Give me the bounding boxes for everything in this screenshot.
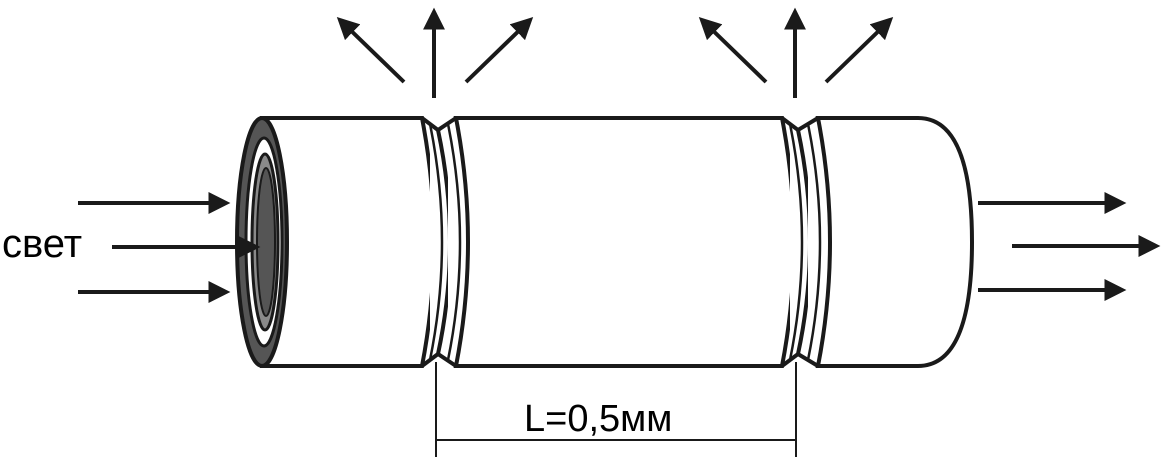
length-dimension [435, 362, 797, 457]
tube-section-middle [453, 116, 796, 368]
fiber-end-face [235, 116, 289, 368]
outgoing-arrows [978, 192, 1161, 301]
scatter-arrow-right-ne [824, 16, 894, 84]
scatter-arrow-left-ne [464, 16, 534, 84]
groove-right [780, 116, 822, 368]
scatter-arrow-left-nw [336, 16, 406, 84]
groove-left [420, 116, 462, 368]
length-label: L=0,5мм [524, 398, 673, 440]
scatter-arrow-right-nw [698, 16, 768, 84]
scatter-arrows-right [698, 7, 894, 98]
light-label: свет [2, 222, 83, 266]
tube-section-right [815, 116, 975, 368]
scatter-arrows-left [336, 7, 534, 98]
tube-body [260, 116, 975, 368]
incoming-arrows [78, 192, 261, 303]
